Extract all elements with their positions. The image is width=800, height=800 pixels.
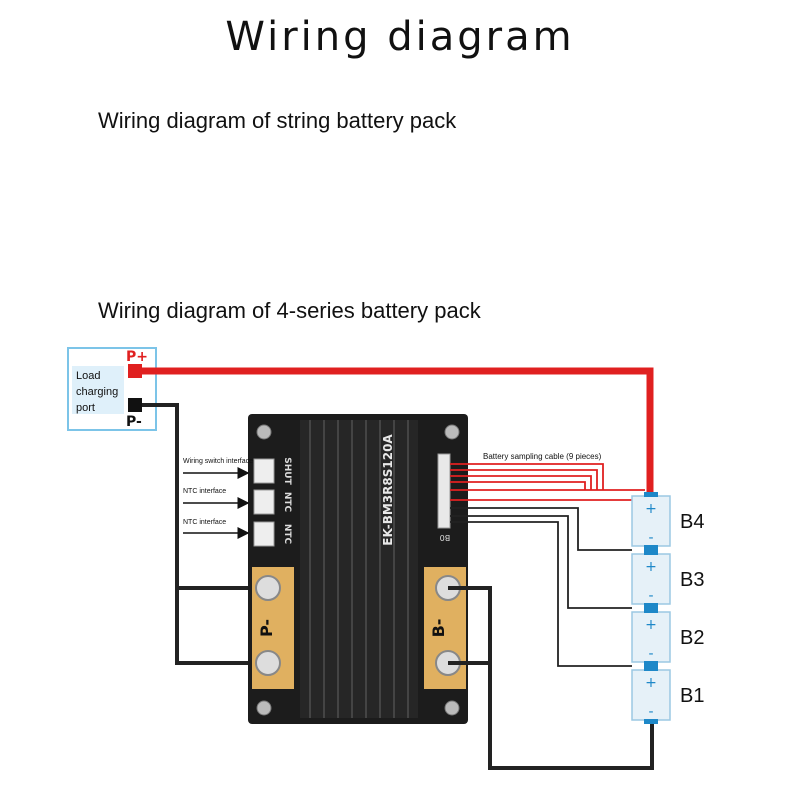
b-minus-pad-label: B- <box>429 619 448 638</box>
ntc-label-2: NTC <box>282 524 292 545</box>
sampling-wire <box>450 475 592 490</box>
battery-b3-neg-terminal <box>644 603 658 608</box>
load-port-label-line3: port <box>76 402 95 414</box>
sampling-wire <box>450 469 598 490</box>
negative-wire-to-p-minus-bottom <box>142 403 268 665</box>
battery-b2-pos-terminal <box>644 608 658 613</box>
battery-b3-plus: + <box>645 559 657 575</box>
ntc-connector-1 <box>253 489 275 515</box>
battery-b4-pos-terminal <box>644 492 658 497</box>
battery-b3-pos-terminal <box>644 550 658 555</box>
p-minus-terminal-top <box>255 575 281 601</box>
battery-b1-minus: - <box>648 704 653 720</box>
battery-b1-neg-terminal <box>644 719 658 724</box>
screw-top-left <box>256 424 272 440</box>
battery-b4-minus: - <box>648 530 653 546</box>
battery-b1: + - B1 <box>631 666 704 724</box>
sampling-wire-b3 <box>450 507 632 551</box>
p-minus-pad-label: P- <box>257 619 276 637</box>
ntc-annotation-1: NTC interface <box>183 488 226 495</box>
screw-top-right <box>444 424 460 440</box>
screw-bottom-right <box>444 700 460 716</box>
shut-label: SHUT <box>282 457 292 485</box>
subtitle-string-pack: Wiring diagram of string battery pack <box>98 108 457 133</box>
screw-bottom-left <box>256 700 272 716</box>
battery-b1-body <box>631 669 671 721</box>
p-plus-terminal <box>128 364 142 378</box>
battery-b4-neg-terminal <box>644 545 658 550</box>
sampling-wire <box>450 481 586 490</box>
battery-b1-pos-terminal <box>644 666 658 671</box>
battery-b3-minus: - <box>648 588 653 604</box>
p-minus-terminal-bottom <box>255 650 281 676</box>
battery-b3: + - B3 <box>631 550 704 608</box>
sampling-wire-b1 <box>450 521 632 667</box>
p-plus-label: P+ <box>126 349 148 365</box>
battery-b4-body <box>631 495 671 547</box>
sampling-wire <box>450 463 604 490</box>
load-port-label-bg <box>72 366 124 414</box>
sampling-wire-b2 <box>450 515 632 609</box>
board-model: EK-BM3R8S120A <box>381 434 395 546</box>
battery-b2-plus: + <box>645 617 657 633</box>
p-minus-terminal <box>128 398 142 412</box>
sampling-connector <box>437 453 451 529</box>
wiring-switch-annotation: Wiring switch interface <box>183 458 253 465</box>
battery-b1-plus: + <box>645 675 657 691</box>
p-minus-label: P- <box>126 414 142 430</box>
battery-b3-label: B3 <box>680 569 704 591</box>
battery-b4: + - B4 <box>631 492 704 550</box>
switch-connector <box>253 458 275 484</box>
battery-b2-minus: - <box>648 646 653 662</box>
b0-label: B0 <box>440 533 451 542</box>
ntc-annotation-2: NTC interface <box>183 519 226 526</box>
heatsink <box>300 420 418 718</box>
ntc-label-1: NTC <box>282 492 292 513</box>
battery-b1-label: B1 <box>680 685 704 707</box>
ntc-connector-2 <box>253 521 275 547</box>
load-port-box <box>67 347 157 431</box>
subtitle-4-series-pack: Wiring diagram of 4-series battery pack <box>98 298 481 323</box>
battery-b2-neg-terminal <box>644 661 658 666</box>
battery-b4-label: B4 <box>680 511 704 533</box>
battery-b2: + - B2 <box>631 608 704 666</box>
page-title: Wiring diagram <box>225 14 575 60</box>
battery-b3-body <box>631 553 671 605</box>
battery-b4-plus: + <box>645 501 657 517</box>
sampling-cable-annotation: Battery sampling cable (9 pieces) <box>483 452 602 461</box>
b-minus-wire-top <box>448 586 654 770</box>
battery-b2-label: B2 <box>680 627 704 649</box>
load-port-label-line1: Load <box>76 370 100 382</box>
positive-wire <box>142 367 654 496</box>
load-port-label-line2: charging <box>76 386 118 398</box>
